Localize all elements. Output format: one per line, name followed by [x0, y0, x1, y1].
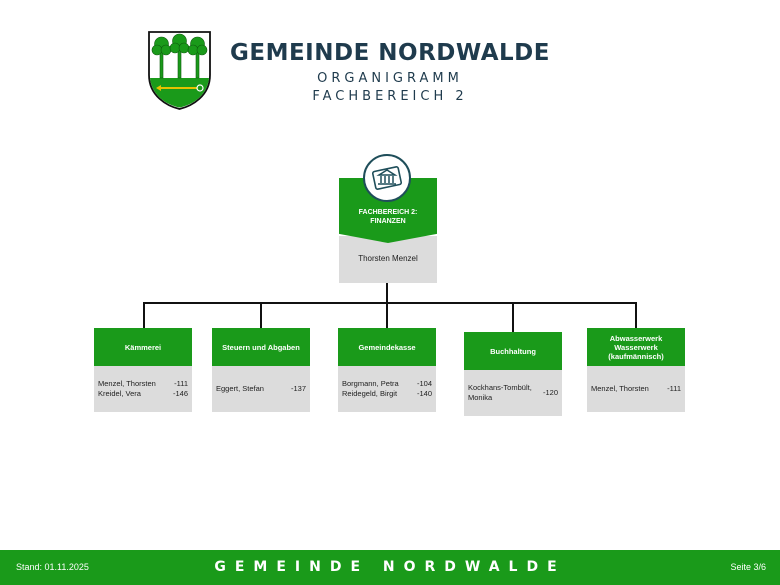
- page-subtitle: ORGANIGRAMM: [317, 71, 463, 86]
- staff-name: Eggert, Stefan: [216, 384, 264, 393]
- connector-horizontal: [143, 302, 637, 304]
- connector-vertical-main: [386, 283, 388, 303]
- staff-extension: -111: [174, 379, 188, 388]
- staff-row: Eggert, Stefan -137: [216, 384, 306, 394]
- staff-name: Menzel, Thorsten: [98, 379, 156, 388]
- staff-row: Borgmann, Petra -104: [342, 379, 432, 389]
- bank-money-icon: [363, 154, 411, 202]
- staff-name: Reidegeld, Birgit: [342, 389, 398, 398]
- staff-extension: -120: [542, 388, 558, 397]
- staff-extension: -140: [416, 389, 432, 398]
- unit-staff: Menzel, Thorsten -111: [587, 366, 685, 412]
- staff-row: Kreidel, Vera -146: [98, 389, 188, 399]
- staff-name: Borgmann, Petra: [342, 379, 399, 388]
- staff-name: Menzel, Thorsten: [591, 384, 649, 393]
- staff-extension: -137: [290, 384, 306, 393]
- unit-steuern-und-abgaben: Steuern und Abgaben Eggert, Stefan -137: [212, 328, 310, 412]
- staff-extension: -146: [172, 389, 188, 398]
- unit-gemeindekasse: Gemeindekasse Borgmann, Petra -104 Reideg…: [338, 328, 436, 412]
- staff-name: Kreidel, Vera: [98, 389, 141, 398]
- head-node-title: FACHBEREICH 2:FINANZEN: [358, 209, 418, 225]
- head-node-person: Thorsten Menzel: [358, 254, 418, 263]
- footer-date: Stand: 01.11.2025: [16, 562, 89, 572]
- unit-staff: Kockhans-Tombült, Monika -120: [464, 370, 562, 416]
- connector-drop-2: [260, 302, 262, 328]
- staff-row: Kockhans-Tombült, Monika -120: [468, 383, 558, 403]
- staff-row: Menzel, Thorsten -111: [98, 379, 188, 389]
- unit-title: Abwasserwerk Wasserwerk (kaufmännisch): [587, 328, 685, 366]
- unit-title: Kämmerei: [94, 328, 192, 366]
- unit-title: Buchhaltung: [464, 332, 562, 370]
- staff-name: Kockhans-Tombült, Monika: [468, 383, 532, 402]
- unit-staff: Borgmann, Petra -104 Reidegeld, Birgit -14…: [338, 366, 436, 412]
- unit-kaemmerei: Kämmerei Menzel, Thorsten -111 Kreidel, V…: [94, 328, 192, 412]
- connector-drop-3: [386, 302, 388, 328]
- connector-drop-5: [635, 302, 637, 328]
- municipal-crest-icon: [148, 31, 211, 110]
- head-node-person-box: Thorsten Menzel: [339, 236, 437, 283]
- connector-drop-4: [512, 302, 514, 332]
- unit-abwasserwerk-wasserwerk: Abwasserwerk Wasserwerk (kaufmännisch) M…: [587, 328, 685, 412]
- head-node-title-box: FACHBEREICH 2:FINANZEN: [339, 178, 437, 243]
- footer-page-number: Seite 3/6: [730, 562, 766, 572]
- unit-staff: Menzel, Thorsten -111 Kreidel, Vera -146: [94, 366, 192, 412]
- footer-brand: GEMEINDE NORDWALDE: [214, 559, 566, 575]
- staff-extension: -111: [667, 384, 681, 393]
- unit-buchhaltung: Buchhaltung Kockhans-Tombült, Monika -120: [464, 332, 562, 416]
- unit-title: Steuern und Abgaben: [212, 328, 310, 366]
- unit-staff: Eggert, Stefan -137: [212, 366, 310, 412]
- connector-drop-1: [143, 302, 145, 328]
- unit-title: Gemeindekasse: [338, 328, 436, 366]
- staff-row: Menzel, Thorsten -111: [591, 384, 681, 394]
- page-subtitle-section: FACHBEREICH 2: [312, 89, 468, 104]
- staff-row: Reidegeld, Birgit -140: [342, 389, 432, 399]
- footer-bar: Stand: 01.11.2025 GEMEINDE NORDWALDE Sei…: [0, 550, 780, 585]
- staff-extension: -104: [416, 379, 432, 388]
- page-title: GEMEINDE NORDWALDE: [229, 40, 550, 66]
